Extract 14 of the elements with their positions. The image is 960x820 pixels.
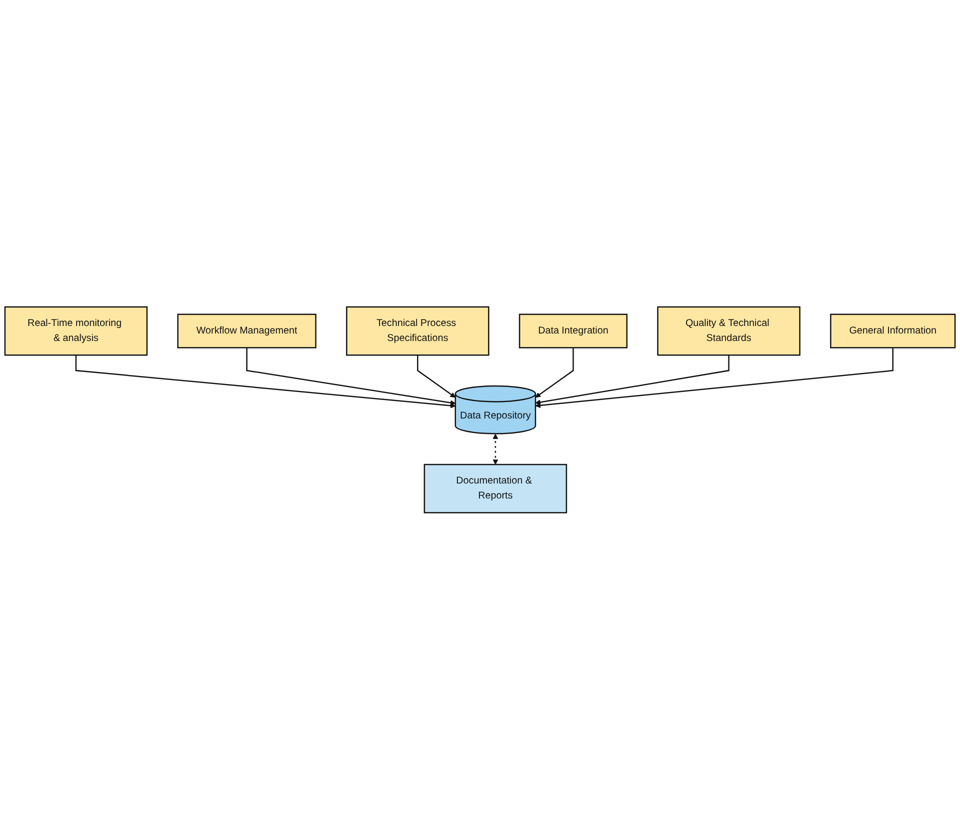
node-box: Real-Time monitoring & analysis <box>4 306 148 356</box>
arrow <box>535 348 894 408</box>
arrow <box>75 355 456 408</box>
arrow <box>246 348 456 406</box>
arrow <box>417 355 456 398</box>
node-box: Data Integration <box>518 314 628 348</box>
node-box: General Information <box>830 314 956 348</box>
arrow <box>535 348 574 398</box>
node-box: Documentation & Reports <box>424 464 568 514</box>
node-box: Workflow Management <box>177 314 316 348</box>
arrow <box>492 434 498 465</box>
arrow <box>535 355 730 406</box>
node-box: Quality & Technical Standards <box>657 306 800 356</box>
node-box: Technical Process Specifications <box>346 306 490 356</box>
